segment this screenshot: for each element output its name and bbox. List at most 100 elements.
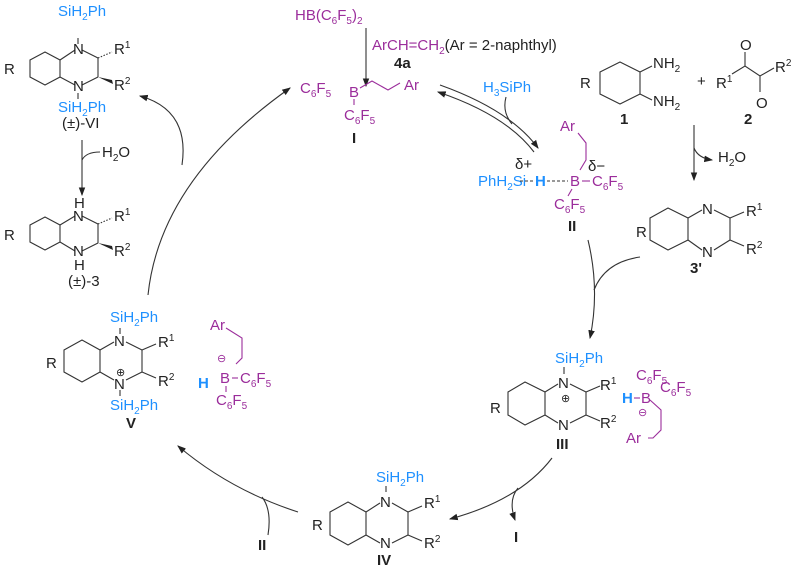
reaction-arrow <box>448 457 553 521</box>
r1-label: R1 <box>600 376 617 394</box>
r-substituent: R <box>4 61 15 78</box>
aryl-group: Ar <box>404 77 419 94</box>
r-substituent: R <box>312 517 323 534</box>
nitrogen: N <box>73 208 84 225</box>
r2-label: R2 <box>114 242 131 260</box>
c6f5-group: C6F5 <box>554 196 586 216</box>
nitrogen: N <box>73 243 84 260</box>
r-substituent: R <box>490 400 501 417</box>
amine-group: NH2 <box>653 93 681 113</box>
boron-atom: B <box>220 370 230 387</box>
plus-sign: + <box>697 73 706 90</box>
r1-label: R1 <box>716 74 733 92</box>
positive-charge: ⊕ <box>116 367 125 379</box>
c6f5-group: C6F5 <box>592 173 624 193</box>
boron-atom: B <box>641 390 651 407</box>
compound-III: SiH2Ph R N ⊕ N R1 R2 H B ⊖ C6F5 C6F5 Ar … <box>490 350 692 453</box>
reagent-hook <box>81 151 101 161</box>
r2-label: R2 <box>158 372 175 390</box>
compound-label: 3' <box>690 260 702 277</box>
borane-reagent: HB(C6F5)2 <box>295 7 363 27</box>
byproduct-arrow <box>509 487 519 522</box>
silane-reagent: H3SiPh <box>483 79 531 99</box>
alkene-reagent: ArCH=CH2(Ar = 2-naphthyl) <box>372 37 557 57</box>
nitrogen: N <box>702 201 713 218</box>
nh-hydrogen: H <box>74 257 85 274</box>
reagent-hook <box>261 496 270 536</box>
silyl-group: PhH2Si <box>478 173 526 193</box>
r1-label: R1 <box>114 207 131 225</box>
hydride: H <box>622 390 633 407</box>
silyl-group: SiH2Ph <box>58 99 106 119</box>
compound-1: R NH2 NH2 1 <box>580 55 681 128</box>
byproduct-arrow <box>693 147 714 163</box>
compound-I: C6F5 B Ar C6F5 I <box>300 77 419 147</box>
reagent-hook <box>504 96 513 125</box>
compound-label: III <box>556 436 569 453</box>
nitrogen: N <box>73 41 84 58</box>
compound-label: V <box>126 415 136 432</box>
catalyst-regeneration-arrow <box>147 87 291 296</box>
partial-negative: δ− <box>588 158 605 175</box>
compound-3: R H N N H R1 R2 (±)-3 <box>4 195 131 290</box>
equilibrium-arrow-back <box>436 91 535 153</box>
compound-V: SiH2Ph SiH2Ph R N N ⊕ R1 R2 Ar ⊖ H B C6F… <box>46 309 272 432</box>
aryl-group: Ar <box>560 118 575 135</box>
reaction-arrow <box>138 94 184 166</box>
nitrogen: N <box>380 494 391 511</box>
r2-label: R2 <box>424 534 441 552</box>
compound-label: 2 <box>744 111 752 128</box>
amine-group: NH2 <box>653 55 681 75</box>
r1-label: R1 <box>114 40 131 58</box>
hydride: H <box>535 173 546 190</box>
negative-charge: ⊖ <box>638 407 647 419</box>
benzene-ring <box>29 51 61 86</box>
silyl-group: SiH2Ph <box>376 469 424 489</box>
nh-hydrogen: H <box>74 195 85 212</box>
r1-label: R1 <box>424 494 441 512</box>
water-label: H2O <box>102 144 130 164</box>
r2-label: R2 <box>114 76 131 94</box>
compound-label: IV <box>377 552 391 569</box>
silyl-group: SiH2Ph <box>110 397 158 417</box>
r2-label: R2 <box>600 414 617 432</box>
compound-label: 1 <box>620 111 628 128</box>
aryl-group: Ar <box>626 430 641 447</box>
reaction-arrow <box>177 445 299 513</box>
compound-II: Ar δ+ δ− PhH2Si H B C6F5 C6F5 II <box>478 118 624 235</box>
oxygen: O <box>740 37 752 54</box>
silyl-group: SiH2Ph <box>110 309 158 329</box>
reagent-label: II <box>258 537 266 554</box>
reaction-arrow <box>587 239 596 340</box>
c6f5-group: C6F5 <box>216 392 248 412</box>
nitrogen: N <box>73 78 84 95</box>
c6f5-group: C6F5 <box>660 379 692 399</box>
r2-label: R2 <box>775 58 792 76</box>
nitrogen: N <box>380 535 391 552</box>
silyl-group: SiH2Ph <box>58 3 106 23</box>
negative-charge: ⊖ <box>217 353 226 365</box>
catalyst-label: I <box>514 529 518 546</box>
c6f5-group: C6F5 <box>344 107 376 127</box>
compound-IV: SiH2Ph R N N R1 R2 IV <box>312 469 441 569</box>
r-substituent: R <box>4 227 15 244</box>
compound-label: (±)-VI <box>62 115 99 132</box>
partial-positive: δ+ <box>515 156 532 173</box>
c6f5-group: C6F5 <box>300 80 332 100</box>
hydride: H <box>198 375 209 392</box>
nitrogen: N <box>114 333 125 350</box>
compound-3-prime: R N N R1 R2 3' <box>636 201 763 277</box>
water-label: H2O <box>718 149 746 169</box>
merge-arrow <box>593 256 641 291</box>
r1-label: R1 <box>158 333 175 351</box>
positive-charge: ⊕ <box>561 393 570 405</box>
compound-2: O O R1 R2 2 <box>716 37 792 128</box>
boron-atom: B <box>570 173 580 190</box>
compound-label: (±)-3 <box>68 273 100 290</box>
r2-label: R2 <box>746 240 763 258</box>
silyl-group: SiH2Ph <box>555 350 603 370</box>
compound-VI: R N N R1 R2 SiH2Ph SiH2Ph (±)-VI <box>4 3 131 132</box>
c6f5-group: C6F5 <box>636 367 668 387</box>
alkene-label: 4a <box>394 55 411 72</box>
